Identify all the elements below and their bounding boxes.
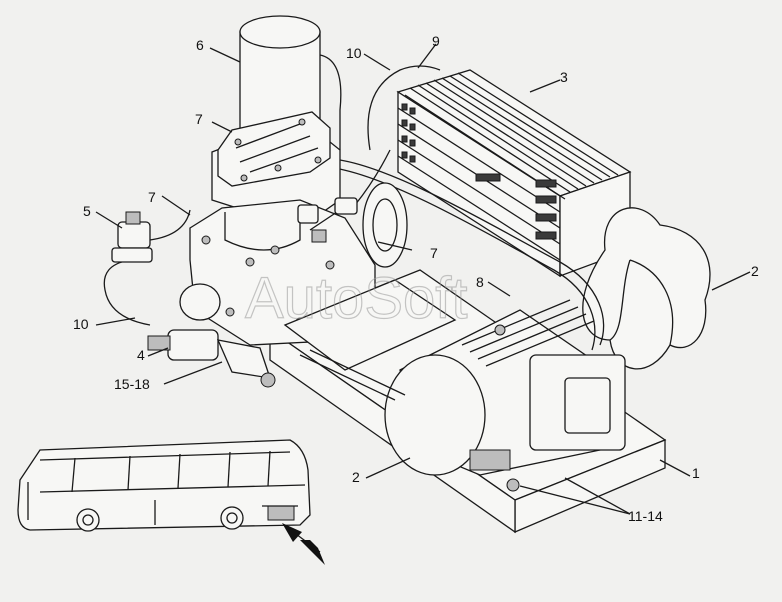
callout-10-left: 10 [73,316,89,332]
callout-4: 4 [137,347,145,363]
filter-and-fittings [147,329,276,388]
condenser-radiator [396,69,632,278]
head-fittings [297,197,358,243]
callout-2-fan: 2 [751,263,759,279]
watermark: AutoSoft [245,266,467,331]
bus-location-inset [17,439,311,532]
callout-labels: 6 7 7 7 10 9 3 2 5 10 4 15-18 8 2 1 11-1… [73,33,759,524]
unloader-valve [111,211,153,263]
callout-2-motor: 2 [352,469,360,485]
callout-9: 9 [432,33,440,49]
callout-7-side: 7 [148,189,156,205]
arrow-pointer-icon [282,523,325,565]
compressor-head [211,111,341,229]
callout-1: 1 [692,465,700,481]
leader-lines [95,43,751,515]
callout-3: 3 [560,69,568,85]
callout-6: 6 [196,37,204,53]
callout-7-flange: 7 [430,245,438,261]
electric-motor [384,299,626,492]
callout-10-top: 10 [346,45,362,61]
callout-7-head: 7 [195,111,203,127]
callout-8: 8 [476,274,484,290]
callout-15-18: 15-18 [114,376,150,392]
fan-impeller [582,207,711,370]
callout-11-14: 11-14 [628,508,663,524]
callout-5: 5 [83,203,91,219]
mount-rails [283,279,457,401]
